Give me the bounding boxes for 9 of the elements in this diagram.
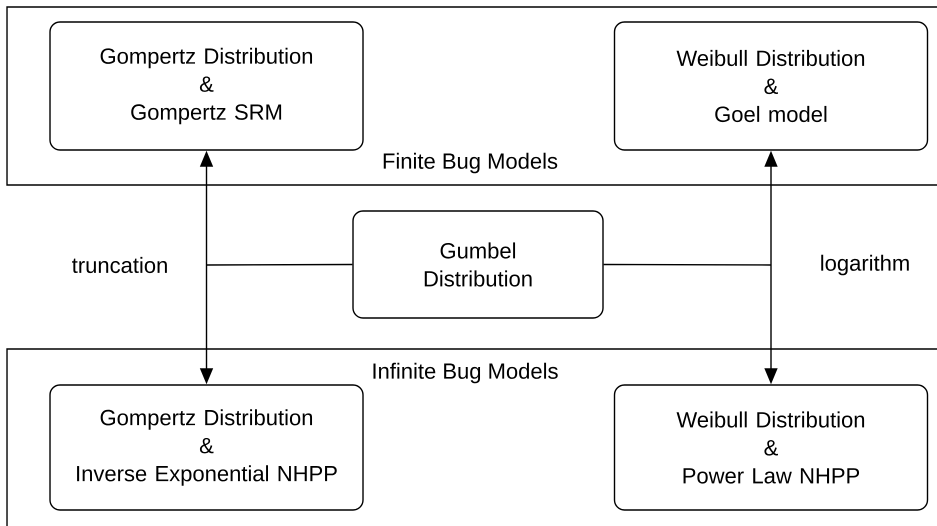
distribution-box: Gompertz Distribution & Gompertz SRM [49, 21, 364, 151]
connector-line [604, 264, 771, 266]
distribution-box: Gompertz Distribution & Inverse Exponential NHPP [49, 384, 364, 511]
distribution-box: Weibull Distribution & Power Law NHPP [614, 384, 928, 511]
edge-label: truncation [70, 254, 170, 276]
connector-line [207, 264, 352, 266]
distribution-box: Weibull Distribution & Goel model [614, 21, 928, 151]
edge-label: logarithm [818, 252, 912, 278]
distribution-box: Gumbel Distribution [352, 210, 604, 319]
